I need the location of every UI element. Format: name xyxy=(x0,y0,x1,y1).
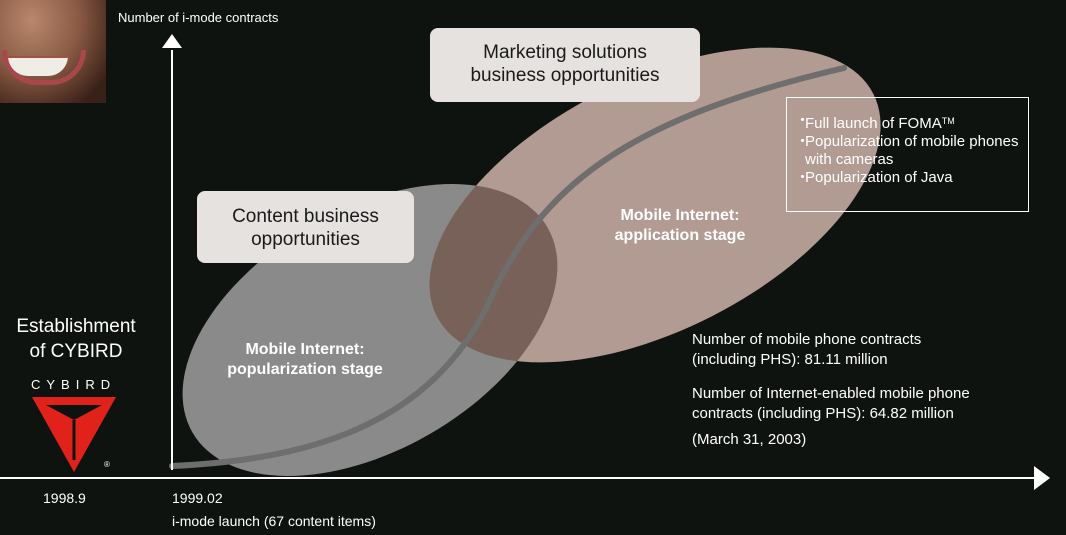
feature-text: Popularization of Java xyxy=(805,169,953,186)
establishment-date: 1998.9 xyxy=(43,490,86,506)
y-axis-label: Number of i-mode contracts xyxy=(118,10,279,25)
teeth-shape xyxy=(8,56,68,76)
application-stage-line2: application stage xyxy=(614,227,746,244)
y-axis-arrowhead xyxy=(162,34,182,48)
portrait-photo xyxy=(0,0,106,103)
mobile-contracts-line2: (including PHS): 81.11 million xyxy=(692,351,888,368)
cybird-logo xyxy=(32,397,116,472)
content-callout-line1: Content business xyxy=(232,206,379,227)
application-stage-label: Mobile Internet: application stage xyxy=(600,206,760,246)
trademark-mark: TM xyxy=(941,116,955,126)
mobile-contracts-line1: Number of mobile phone contracts xyxy=(692,331,922,348)
content-callout: Content business opportunities xyxy=(197,191,414,263)
content-callout-line2: opportunities xyxy=(251,229,360,250)
internet-contracts-line1: Number of Internet-enabled mobile phone xyxy=(692,385,970,402)
popularization-stage-label: Mobile Internet: popularization stage xyxy=(220,340,390,380)
launch-note: i-mode launch (67 content items) xyxy=(172,513,376,529)
internet-contracts-line2: contracts (including PHS): 64.82 million xyxy=(692,405,954,422)
feature-item: ・Popularization of mobile phones with ca… xyxy=(795,133,1022,169)
marketing-callout-line2: business opportunities xyxy=(470,65,660,86)
feature-bullet: ・ xyxy=(795,169,811,186)
cybird-wordmark: CYBIRD xyxy=(31,377,117,392)
overlap-region xyxy=(429,123,608,363)
launch-date: 1999.02 xyxy=(172,490,223,506)
feature-bullet: ・ xyxy=(795,112,811,129)
application-stage-line1: Mobile Internet: xyxy=(620,207,740,224)
mobile-contracts-stat: Number of mobile phone contracts (includ… xyxy=(692,330,921,370)
registered-mark: ® xyxy=(104,460,110,469)
as-of-date: (March 31, 2003) xyxy=(692,431,807,448)
marketing-callout-line1: Marketing solutions xyxy=(483,42,647,63)
feature-bullet: ・ xyxy=(795,133,811,150)
establishment-line1: Establishment xyxy=(16,316,136,337)
popularization-stage-line1: Mobile Internet: xyxy=(245,341,365,358)
establishment-line2: of CYBIRD xyxy=(29,341,123,362)
feature-item: ・Full launch of FOMATM xyxy=(795,112,1022,133)
features-box: ・Full launch of FOMATM ・Popularization o… xyxy=(786,97,1029,212)
feature-item: ・Popularization of Java xyxy=(795,169,1022,187)
feature-text: Popularization of mobile phones with cam… xyxy=(805,133,1019,168)
x-axis-arrowhead xyxy=(1034,466,1050,490)
feature-text: Full launch of FOMA xyxy=(805,115,942,132)
marketing-callout: Marketing solutions business opportuniti… xyxy=(430,28,700,102)
growth-curve xyxy=(169,65,847,469)
internet-contracts-stat: Number of Internet-enabled mobile phone … xyxy=(692,384,970,424)
establishment-label: Establishment of CYBIRD xyxy=(0,314,152,364)
popularization-stage-line2: popularization stage xyxy=(227,361,383,378)
